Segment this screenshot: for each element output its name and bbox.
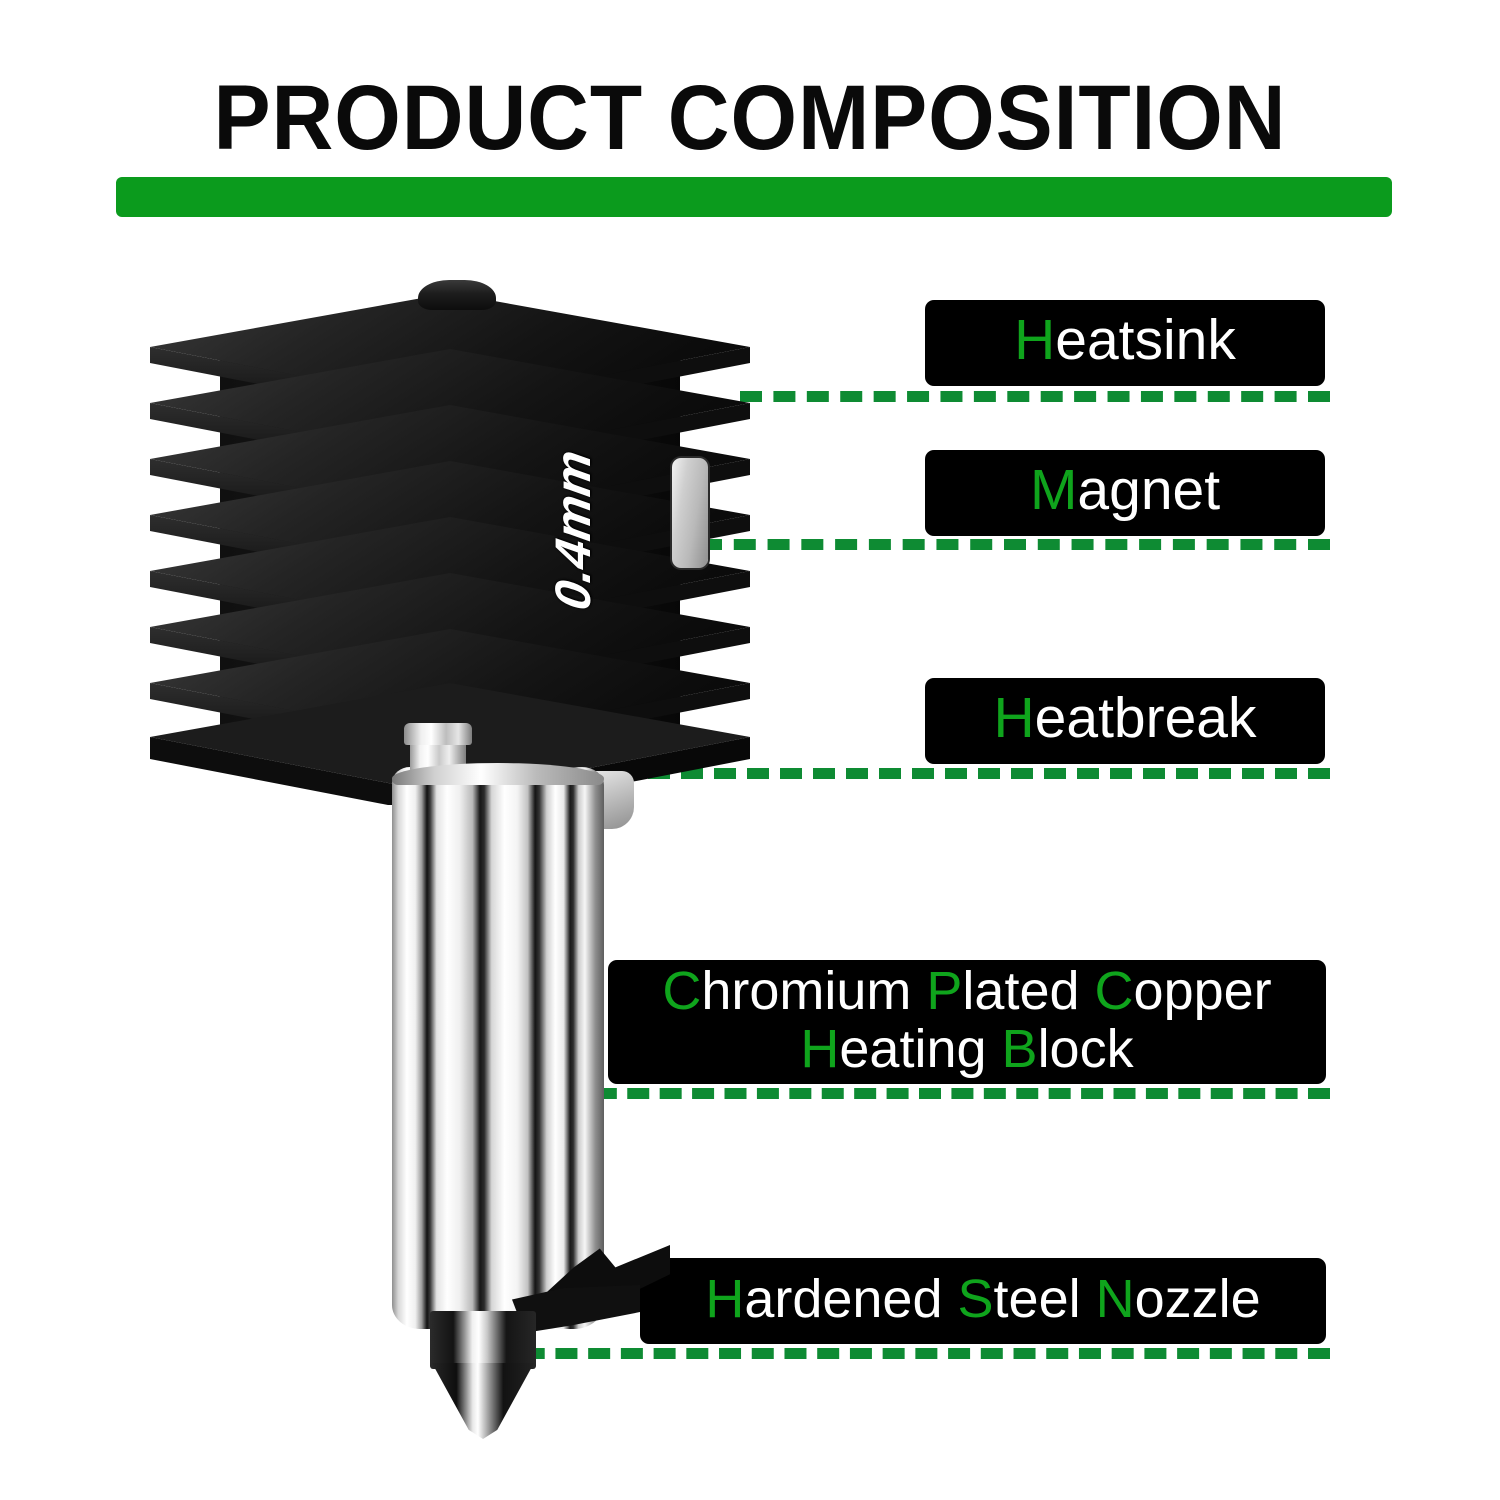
callout-magnet-label: Magnet	[1029, 458, 1221, 523]
nozzle-initial-2: S	[957, 1268, 994, 1329]
nozzle-rest-1: ardened	[744, 1268, 958, 1329]
nozzle-size-text: 0.4mm	[545, 446, 601, 614]
nozzle-icon	[430, 1311, 536, 1369]
heating-block-initial-1: C	[662, 960, 702, 1021]
magnet-icon	[672, 458, 708, 568]
callout-magnet[interactable]: Magnet	[925, 450, 1325, 536]
heating-block-initial-4: H	[800, 1019, 840, 1079]
callout-nozzle[interactable]: Hardened Steel Nozzle	[640, 1258, 1326, 1344]
nozzle-rest-2: teel	[993, 1268, 1096, 1329]
hotend-product-illustration: 0.4mm	[120, 275, 780, 1439]
heating-block-rest-2: lated	[962, 960, 1095, 1021]
nozzle-rest-3: ozzle	[1134, 1268, 1261, 1329]
callout-heatsink-label: Heatsink	[1014, 308, 1236, 373]
callout-nozzle-label: Hardened Steel Nozzle	[705, 1270, 1260, 1328]
leader-line-heating-block	[530, 1088, 1330, 1099]
callout-heatsink[interactable]: Heatsink	[925, 300, 1325, 386]
leader-line-magnet	[700, 539, 1330, 550]
callout-heatbreak-rest: eatbreak	[1034, 686, 1257, 751]
heating-block-rest-4: eating	[839, 1019, 1002, 1079]
heatbreak-nut-icon	[404, 723, 472, 745]
callout-heatbreak[interactable]: Heatbreak	[925, 678, 1325, 764]
leader-line-heatsink	[740, 391, 1330, 402]
nozzle-tip-icon	[432, 1363, 534, 1439]
leader-line-heatbreak	[450, 768, 1330, 779]
heating-block-initial-2: P	[926, 960, 963, 1021]
header: PRODUCT COMPOSITION	[0, 0, 1500, 240]
heating-block-rest-3: opper	[1133, 960, 1272, 1021]
page-title: PRODUCT COMPOSITION	[209, 64, 1289, 173]
heating-block-initial-3: C	[1094, 960, 1134, 1021]
heating-block-rest-1: hromium	[701, 960, 927, 1021]
heating-block-initial-5: B	[1001, 1019, 1038, 1079]
nozzle-initial-1: H	[705, 1268, 745, 1329]
callout-heatbreak-initial: H	[993, 686, 1035, 751]
callout-heating-block-line1: Chromium Plated Copper	[662, 962, 1271, 1020]
callout-heating-block[interactable]: Chromium Plated Copper Heating Block	[608, 960, 1326, 1084]
heating-block-icon	[392, 767, 604, 1329]
callout-magnet-rest: agnet	[1077, 458, 1221, 523]
callout-heatbreak-label: Heatbreak	[993, 686, 1257, 751]
callout-heatsink-initial: H	[1014, 308, 1056, 373]
callout-heatsink-rest: eatsink	[1055, 308, 1236, 373]
heating-block-top-icon	[392, 763, 604, 785]
title-green-band	[116, 177, 1392, 217]
callout-heating-block-line2: Heating Block	[800, 1020, 1133, 1078]
nozzle-initial-3: N	[1095, 1268, 1135, 1329]
callout-magnet-initial: M	[1029, 458, 1078, 523]
heating-block-rest-5: lock	[1037, 1019, 1134, 1079]
filament-inlet-icon	[418, 280, 496, 310]
nozzle-size-marking: 0.4mm	[508, 425, 638, 635]
leader-line-nozzle	[490, 1348, 1330, 1359]
